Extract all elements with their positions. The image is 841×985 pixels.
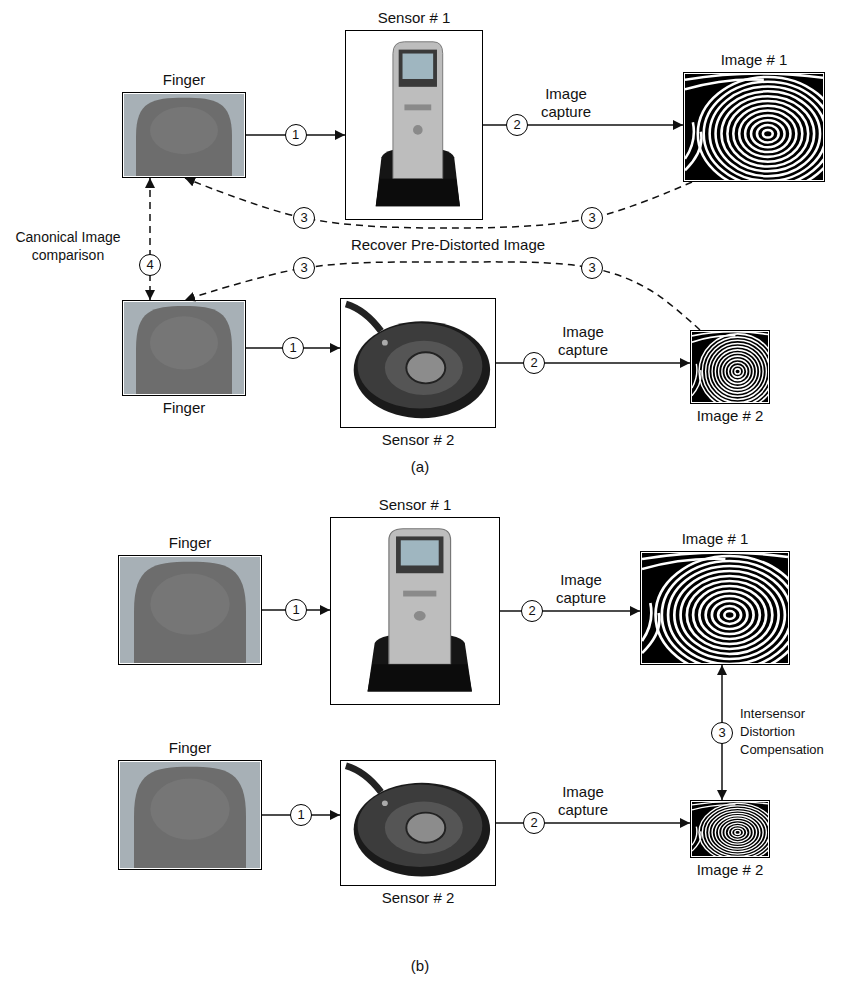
callout-number: 2 xyxy=(521,600,543,622)
callout-number: 1 xyxy=(285,124,307,146)
panel-label: (b) xyxy=(411,957,429,975)
node-heading: Finger xyxy=(167,739,214,757)
finger-box: Finger xyxy=(122,71,246,178)
sensor-photo xyxy=(347,32,481,218)
callout-number: 4 xyxy=(139,254,161,276)
finger-photo xyxy=(124,302,244,394)
image-frame xyxy=(122,92,246,178)
image-box: Image # 1 xyxy=(683,51,825,182)
callout-number: 3 xyxy=(581,257,603,279)
fingerprint-image xyxy=(685,73,838,190)
fingerprint-image xyxy=(692,802,776,862)
image-frame xyxy=(118,760,262,870)
sensor-photo xyxy=(342,762,494,884)
callout-number: 3 xyxy=(293,257,315,279)
sensor-box: Sensor # 1 xyxy=(345,9,483,220)
callout-number: 1 xyxy=(282,337,304,359)
image-box: Image # 2 xyxy=(690,800,770,879)
fingerprint-image xyxy=(642,552,804,674)
image-frame xyxy=(690,800,770,858)
node-heading: Finger xyxy=(167,534,214,552)
node-heading: Sensor # 1 xyxy=(377,496,454,514)
node-heading: Image # 2 xyxy=(695,861,766,879)
callout-number: 3 xyxy=(711,722,733,744)
finger-photo xyxy=(124,94,244,176)
finger-box: Finger xyxy=(118,739,262,870)
finger-photo xyxy=(120,762,260,868)
node-heading: Sensor # 2 xyxy=(380,889,457,907)
fingerprint-image xyxy=(692,332,776,409)
image-frame xyxy=(340,760,496,886)
image-box: Image # 2 xyxy=(690,330,770,425)
callout-number: 1 xyxy=(290,804,312,826)
edge-caption: Image capture xyxy=(548,571,614,607)
callout-number: 1 xyxy=(285,599,307,621)
sensor-box: Sensor # 2 xyxy=(340,760,496,907)
node-heading: Finger xyxy=(161,399,208,417)
finger-box: Finger xyxy=(118,534,262,665)
sensor-box: Sensor # 1 xyxy=(330,496,500,705)
edge-caption: Image capture xyxy=(550,783,616,819)
edge-caption: Canonical Image comparison xyxy=(6,228,130,264)
callout-number: 2 xyxy=(523,352,545,374)
node-heading: Image # 1 xyxy=(680,530,751,548)
connector-arrow xyxy=(185,178,692,228)
image-frame xyxy=(122,300,246,396)
node-heading: Sensor # 2 xyxy=(380,431,457,449)
image-frame xyxy=(690,330,770,404)
callout-number: 3 xyxy=(293,207,315,229)
sensor-photo xyxy=(332,519,498,703)
node-heading: Sensor # 1 xyxy=(376,9,453,27)
image-frame xyxy=(640,551,790,665)
node-heading: Image # 2 xyxy=(695,407,766,425)
connector-arrow xyxy=(185,262,700,330)
callout-number: 3 xyxy=(581,207,603,229)
image-frame xyxy=(345,30,483,220)
image-frame xyxy=(683,72,825,182)
node-heading: Image # 1 xyxy=(719,51,790,69)
finger-box: Finger xyxy=(122,300,246,417)
callout-number: 2 xyxy=(523,812,545,834)
finger-photo xyxy=(120,557,260,663)
sensor-box: Sensor # 2 xyxy=(340,298,496,449)
edge-caption: Recover Pre-Distorted Image xyxy=(351,236,545,254)
callout-number: 2 xyxy=(506,114,528,136)
edge-caption: Image capture xyxy=(550,323,616,359)
connector-arrow xyxy=(149,178,151,300)
image-frame xyxy=(340,298,496,428)
panel-label: (a) xyxy=(411,458,429,476)
sensor-photo xyxy=(342,300,494,426)
image-box: Image # 1 xyxy=(640,530,790,665)
image-frame xyxy=(118,555,262,665)
edge-caption: Image capture xyxy=(533,85,599,121)
node-heading: Finger xyxy=(161,71,208,89)
edge-caption: Intersensor Distortion Compensation xyxy=(740,705,836,759)
image-frame xyxy=(330,517,500,705)
